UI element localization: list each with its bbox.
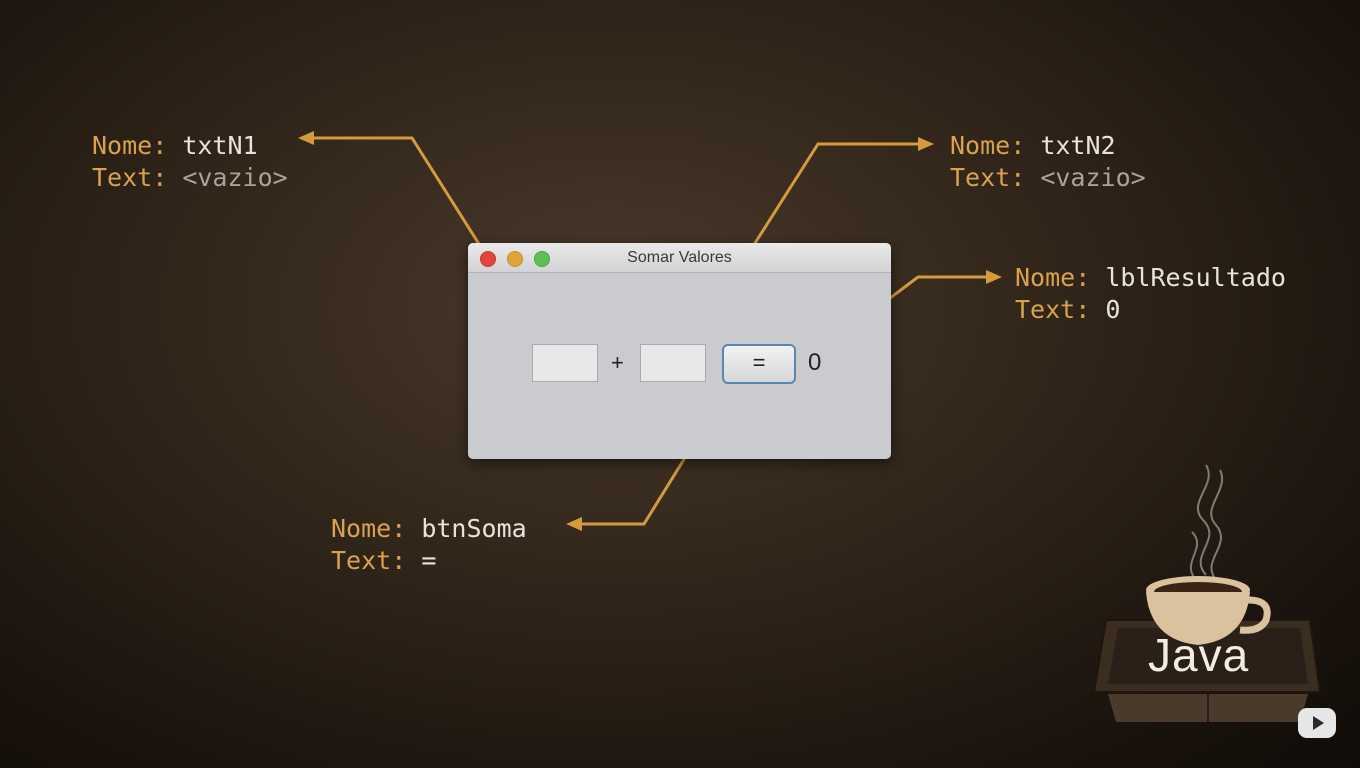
nome-value: btnSoma — [421, 514, 527, 543]
txtN2-input[interactable] — [640, 344, 706, 382]
video-play-icon[interactable] — [1298, 708, 1336, 738]
zoom-window-icon[interactable] — [534, 251, 550, 267]
text-key: Text: — [331, 546, 407, 575]
nome-key: Nome: — [331, 514, 407, 543]
plus-label: + — [611, 350, 624, 375]
nome-value: txtN1 — [182, 131, 258, 160]
close-window-icon[interactable] — [480, 251, 496, 267]
annotation-txtN1: Nome: txtN1 Text: <vazio> — [92, 130, 288, 194]
btnSoma-button[interactable]: = — [722, 344, 796, 384]
nome-key: Nome: — [92, 131, 168, 160]
arrowhead-icon — [298, 131, 314, 145]
text-key: Text: — [1015, 295, 1091, 324]
nome-key: Nome: — [950, 131, 1026, 160]
arrowhead-icon — [566, 517, 582, 531]
nome-value: lblResultado — [1105, 263, 1286, 292]
annotation-btnSoma: Nome: btnSoma Text: = — [331, 513, 527, 577]
arrowhead-icon — [986, 270, 1002, 284]
window-title: Somar Valores — [627, 249, 732, 266]
text-value: <vazio> — [182, 163, 288, 192]
annotation-lblResultado: Nome: lblResultado Text: 0 — [1015, 262, 1286, 326]
lblResultado-label: 0 — [808, 349, 822, 376]
window-titlebar[interactable]: Somar Valores — [468, 243, 891, 273]
minimize-window-icon[interactable] — [507, 251, 523, 267]
arrowhead-icon — [918, 137, 934, 151]
nome-key: Nome: — [1015, 263, 1091, 292]
nome-value: txtN2 — [1040, 131, 1116, 160]
txtN1-input[interactable] — [532, 344, 598, 382]
text-value: <vazio> — [1040, 163, 1146, 192]
text-key: Text: — [950, 163, 1026, 192]
java-logo-text: Java — [1148, 629, 1250, 681]
java-coffee-logo — [1092, 464, 1322, 722]
text-key: Text: — [92, 163, 168, 192]
text-value: 0 — [1105, 295, 1121, 324]
annotation-txtN2: Nome: txtN2 Text: <vazio> — [950, 130, 1146, 194]
app-window: Somar Valores + = 0 — [468, 243, 891, 459]
text-value: = — [421, 546, 437, 575]
